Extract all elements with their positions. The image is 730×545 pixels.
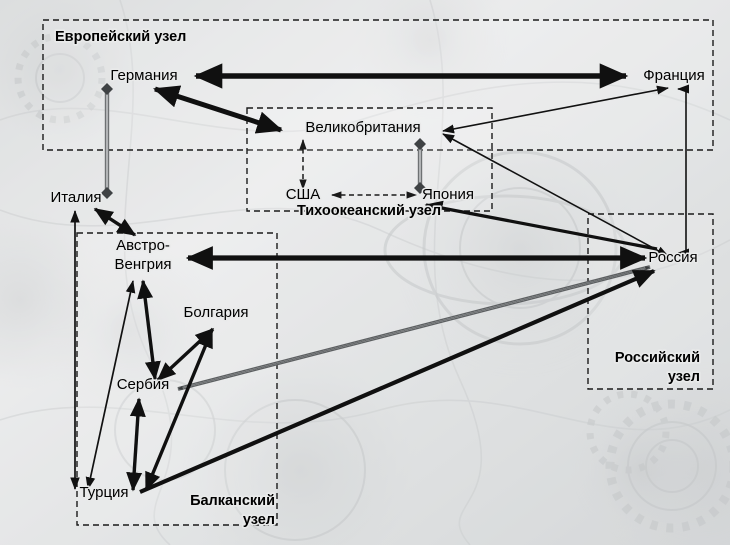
links <box>70 63 690 494</box>
node-bulgaria[interactable]: Болгария <box>182 303 250 323</box>
link-serbia-russia <box>177 265 651 391</box>
node-germany[interactable]: Германия <box>109 66 179 86</box>
node-italy[interactable]: Италия <box>49 188 103 208</box>
link-germany-italy <box>101 83 113 199</box>
link-italy-austro <box>93 207 137 237</box>
group-label-european: Европейский узел <box>55 29 186 45</box>
link-bulgaria-turkey <box>144 328 214 492</box>
group-label-balkan-line2: узел <box>243 512 275 528</box>
link-turkey-austro <box>85 280 136 490</box>
group-label-russian-line1: Российский <box>615 350 700 366</box>
node-usa[interactable]: США <box>284 185 322 205</box>
group-labels: Европейский узел Тихоокеанский узел Росс… <box>53 27 701 529</box>
node-serbia[interactable]: Сербия <box>115 375 171 395</box>
link-turkey-russia <box>139 269 656 494</box>
node-turkey[interactable]: Турция <box>78 483 130 503</box>
node-russia[interactable]: Россия <box>647 248 699 268</box>
link-britain-japan <box>414 138 426 194</box>
node-britain[interactable]: Великобритания <box>304 118 422 138</box>
node-labels: Германия Франция Великобритания Италия С… <box>49 66 706 503</box>
group-label-balkan-line1: Балканский <box>190 493 275 509</box>
group-label-pacific: Тихоокеанский узел <box>297 203 441 219</box>
node-austro-hungary-line1[interactable]: Австро- <box>115 236 172 256</box>
node-japan[interactable]: Япония <box>420 185 475 205</box>
link-britain-russia <box>442 133 669 257</box>
node-france[interactable]: Франция <box>642 66 706 86</box>
link-britain-france <box>442 85 669 134</box>
link-germany-britain <box>153 85 283 134</box>
link-russia-pacific <box>424 200 658 251</box>
group-box-balkan <box>76 232 278 526</box>
link-france-russia <box>677 84 690 258</box>
node-austro-hungary-line2[interactable]: Венгрия <box>113 255 173 275</box>
group-label-russian-line2: узел <box>668 369 700 385</box>
